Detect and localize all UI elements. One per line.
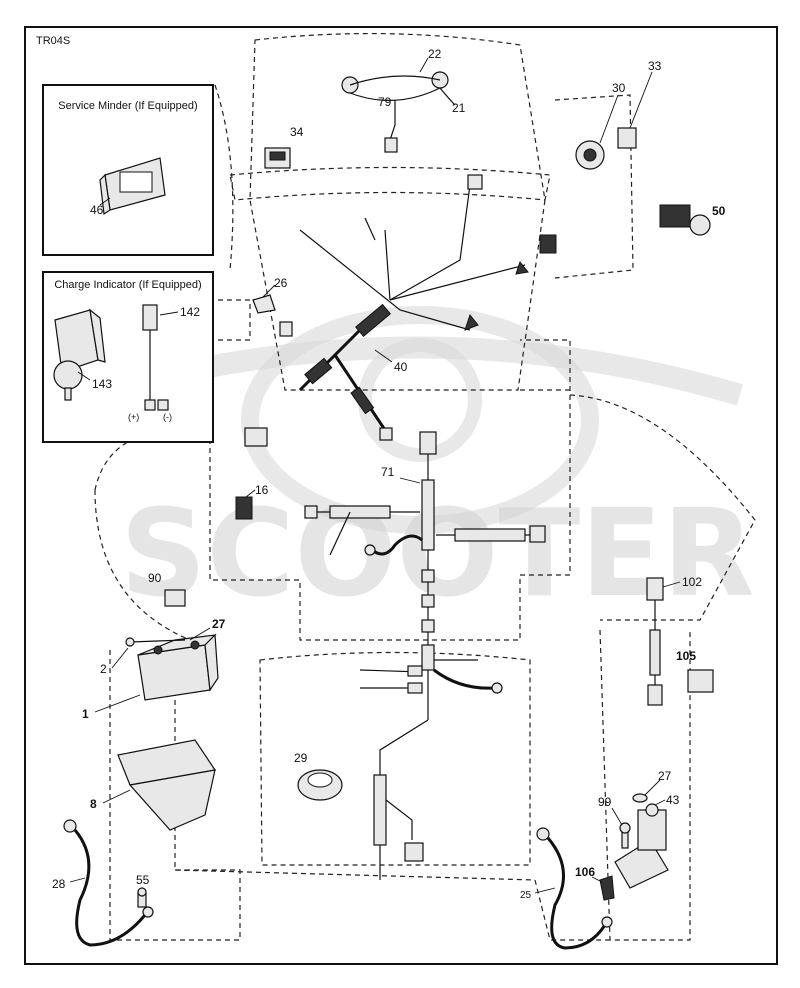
label-27-right: 27	[658, 769, 672, 783]
battery	[125, 633, 219, 701]
charge-indicator-box: Charge Indicator (If Equipped) 143 142 (…	[42, 271, 214, 443]
service-minder-part	[99, 157, 166, 216]
polarity-plus: (+)	[128, 412, 139, 422]
switch-105	[687, 669, 714, 693]
key-50	[659, 204, 711, 236]
cable-25	[536, 827, 613, 950]
harness-102	[646, 577, 664, 706]
label-102: 102	[682, 575, 702, 589]
label-40: 40	[394, 360, 408, 374]
ignition-switch	[575, 127, 637, 170]
label-28: 28	[52, 877, 66, 891]
charge-indicator-gauge	[53, 308, 106, 401]
rear-harness	[304, 431, 546, 880]
label-99: 99	[598, 795, 612, 809]
service-minder-box: Service Minder (If Equipped) 46	[42, 84, 214, 256]
solenoid	[599, 793, 669, 901]
label-33: 33	[648, 59, 662, 73]
connector-16	[235, 496, 253, 520]
label-46: 46	[90, 203, 104, 217]
label-143: 143	[92, 377, 112, 391]
relay-26	[252, 294, 276, 314]
part-90	[164, 589, 186, 607]
headlight-harness	[341, 71, 456, 153]
label-26: 26	[274, 276, 288, 290]
watermark-text: SCOOTER	[120, 485, 755, 624]
polarity-minus: (-)	[163, 412, 172, 422]
label-16: 16	[255, 483, 269, 497]
label-71: 71	[381, 465, 395, 479]
diagram-frame	[24, 26, 778, 965]
label-1: 1	[82, 707, 89, 721]
label-2: 2	[100, 662, 107, 676]
bolt-55	[137, 887, 147, 908]
main-harness	[244, 174, 557, 447]
label-106: 106	[575, 865, 595, 879]
service-minder-title: Service Minder (If Equipped)	[58, 100, 197, 112]
label-90: 90	[148, 571, 162, 585]
label-8: 8	[90, 797, 97, 811]
diagram-code: TR04S	[36, 35, 70, 47]
label-105: 105	[676, 649, 696, 663]
label-142: 142	[180, 305, 200, 319]
switch-34	[264, 147, 291, 169]
charge-indicator-title: Charge Indicator (If Equipped)	[54, 279, 201, 291]
label-79: 79	[378, 95, 392, 109]
charge-indicator-harness	[142, 304, 169, 411]
label-29: 29	[294, 751, 308, 765]
label-22: 22	[428, 47, 442, 61]
label-27-top: 27	[212, 617, 226, 631]
label-30: 30	[612, 81, 626, 95]
label-21: 21	[452, 101, 466, 115]
watermark: SCOOTER	[86, 306, 755, 624]
battery-tray	[117, 739, 217, 831]
label-43: 43	[666, 793, 680, 807]
label-34: 34	[290, 125, 304, 139]
label-25: 25	[520, 890, 532, 901]
label-50: 50	[712, 204, 726, 218]
cable-28	[63, 819, 154, 947]
label-55: 55	[136, 873, 150, 887]
